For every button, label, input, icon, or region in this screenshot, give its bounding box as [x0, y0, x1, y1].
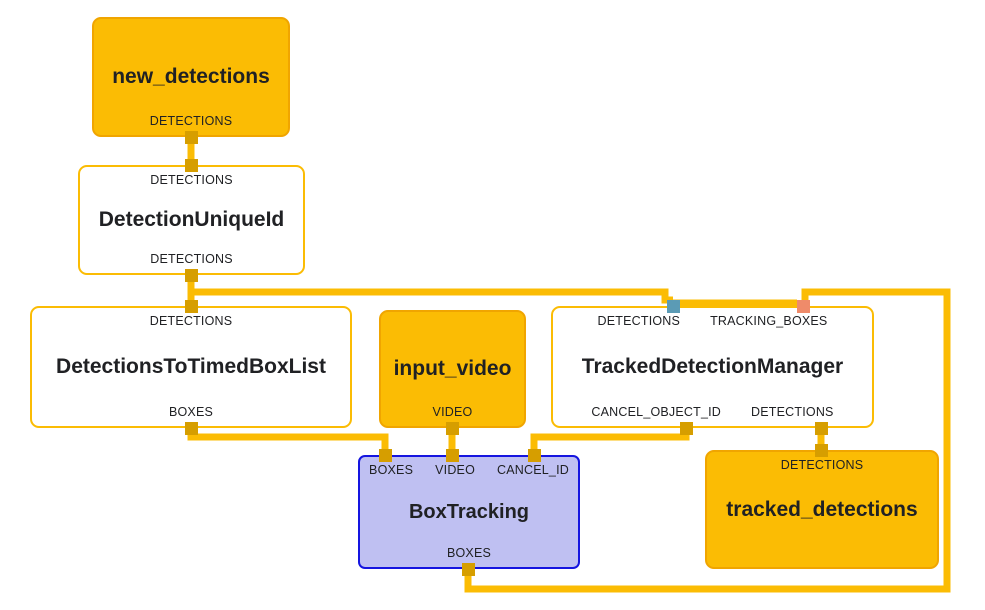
node-box_tracking-output-ports: BOXES: [360, 546, 578, 567]
node-title: DetectionsToTimedBoxList: [56, 355, 326, 379]
node-title: BoxTracking: [408, 501, 530, 523]
node-title: DetectionUniqueId: [98, 208, 285, 232]
port-box-tracking-in-cancel-id[interactable]: [528, 449, 541, 462]
node-title: input_video: [393, 357, 512, 381]
port-label-in-detections[interactable]: DETECTIONS: [780, 458, 864, 472]
port-label-out-boxes[interactable]: BOXES: [168, 405, 214, 419]
node-tracked_detections-output-ports: [707, 546, 937, 567]
node-new_detections-title-wrap: new_detections: [94, 40, 288, 114]
port-label-in-detections[interactable]: DETECTIONS: [150, 173, 233, 187]
node-detections_to_timed_box_list-input-ports: DETECTIONS: [32, 308, 350, 329]
port-label-out-boxes[interactable]: BOXES: [446, 546, 492, 560]
node-tracked_detections-input-ports: DETECTIONS: [707, 452, 937, 473]
port-new_detections-out-detections[interactable]: [185, 131, 198, 144]
node-input_video-output-ports: VIDEO: [381, 405, 524, 426]
node-box_tracking-title-wrap: BoxTracking: [360, 478, 578, 546]
port-label-in-video[interactable]: VIDEO: [435, 463, 476, 477]
port-tracked-detections-in-detections[interactable]: [815, 444, 828, 457]
port-tracked-detection-manager-out-detections[interactable]: [815, 422, 828, 435]
port-tracked-detection-manager-in-tracking-boxes[interactable]: [797, 300, 810, 313]
node-tracked_detection_manager[interactable]: DETECTIONS TRACKING_BOXES TrackedDetection…: [551, 306, 874, 428]
node-tracked_detections[interactable]: DETECTIONS tracked_detections: [705, 450, 939, 569]
node-detections_to_timed_box_list-output-ports: BOXES: [32, 405, 350, 426]
port-box-tracking-out-boxes[interactable]: [462, 563, 475, 576]
node-title: new_detections: [112, 65, 270, 89]
port-box-tracking-in-boxes[interactable]: [379, 449, 392, 462]
node-detections_to_timed_box_list-title-wrap: DetectionsToTimedBoxList: [32, 329, 350, 405]
port-tracked-detection-manager-out-cancel-object-id[interactable]: [680, 422, 693, 435]
port-label-in-tracking-boxes[interactable]: TRACKING_BOXES: [710, 314, 828, 328]
node-tracked_detection_manager-output-ports: CANCEL_OBJECT_ID DETECTIONS: [553, 405, 872, 426]
port-label-in-cancel-id[interactable]: CANCEL_ID: [497, 463, 569, 477]
port-label-out-cancel-object-id[interactable]: CANCEL_OBJECT_ID: [591, 405, 722, 419]
port-detection-unique-id-in-detections[interactable]: [185, 159, 198, 172]
port-label-in-boxes[interactable]: BOXES: [369, 463, 414, 477]
node-title: tracked_detections: [726, 497, 918, 521]
node-detection_unique_id-input-ports: DETECTIONS: [80, 167, 303, 188]
node-box_tracking-input-ports: BOXES VIDEO CANCEL_ID: [360, 457, 578, 478]
port-label-out-detections[interactable]: DETECTIONS: [150, 252, 233, 266]
port-label-out-detections[interactable]: DETECTIONS: [149, 114, 233, 128]
port-label-in-detections[interactable]: DETECTIONS: [149, 314, 233, 328]
port-label-out-video[interactable]: VIDEO: [432, 405, 473, 419]
node-title: TrackedDetectionManager: [581, 355, 844, 379]
port-detection-unique-id-out-detections[interactable]: [185, 269, 198, 282]
node-tracked_detection_manager-input-ports: DETECTIONS TRACKING_BOXES: [553, 308, 872, 329]
node-detection_unique_id-title-wrap: DetectionUniqueId: [80, 188, 303, 252]
port-input-video-out-video[interactable]: [446, 422, 459, 435]
port-label-in-detections[interactable]: DETECTIONS: [597, 314, 681, 328]
port-detections-to-timed-box-list-out-boxes[interactable]: [185, 422, 198, 435]
node-tracked_detections-title-wrap: tracked_detections: [707, 473, 937, 546]
node-new_detections-input-ports: [94, 19, 288, 40]
port-detections-to-timed-box-list-in-detections[interactable]: [185, 300, 198, 313]
node-detection_unique_id-output-ports: DETECTIONS: [80, 252, 303, 273]
node-new_detections-output-ports: DETECTIONS: [94, 114, 288, 135]
node-tracked_detection_manager-title-wrap: TrackedDetectionManager: [553, 329, 872, 405]
node-input_video-title-wrap: input_video: [381, 333, 524, 405]
node-input_video-input-ports: [381, 312, 524, 333]
port-label-out-detections[interactable]: DETECTIONS: [751, 405, 834, 419]
port-box-tracking-in-video[interactable]: [446, 449, 459, 462]
port-tracked-detection-manager-in-detections[interactable]: [667, 300, 680, 313]
